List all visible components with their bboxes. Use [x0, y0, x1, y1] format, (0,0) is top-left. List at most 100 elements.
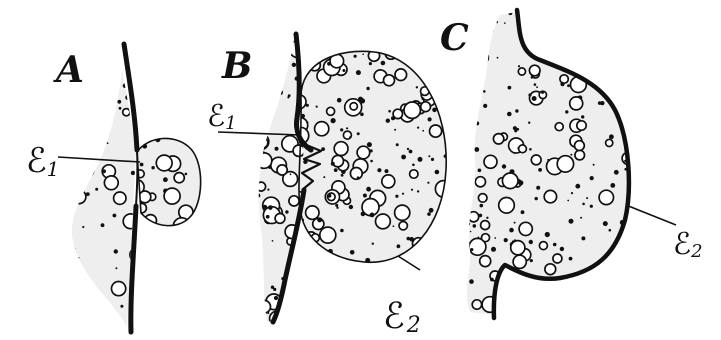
granule: [501, 279, 503, 281]
cell: [575, 141, 585, 151]
cell: [333, 257, 342, 266]
granule: [472, 29, 474, 31]
cell: [518, 68, 525, 75]
panel-c-e2-pointer: [626, 205, 676, 225]
granule: [475, 121, 479, 125]
granule: [327, 193, 331, 197]
cell: [544, 190, 556, 202]
cell: [327, 107, 335, 115]
granule: [85, 134, 87, 136]
cell: [627, 309, 635, 317]
panel-a: A ℰ1: [26, 44, 210, 333]
cell: [513, 255, 526, 268]
granule: [588, 274, 590, 276]
cell: [595, 48, 610, 63]
granule: [350, 250, 355, 255]
granule: [480, 204, 484, 208]
cell: [510, 277, 520, 287]
granule: [300, 241, 303, 244]
granule: [422, 130, 424, 132]
granule: [87, 293, 92, 298]
cell: [493, 134, 503, 144]
cell: [315, 122, 329, 136]
granule: [447, 217, 449, 219]
cell: [256, 153, 271, 168]
cell: [607, 85, 615, 93]
granule: [357, 176, 360, 179]
cell: [421, 102, 431, 112]
granule: [317, 217, 322, 222]
granule: [630, 91, 633, 94]
granule: [515, 109, 518, 112]
panel-b-e2-pointer: [398, 256, 420, 270]
granule: [306, 121, 308, 123]
cell: [481, 221, 490, 230]
granule: [603, 221, 608, 226]
granule: [570, 154, 572, 156]
cell: [560, 75, 568, 83]
granule: [76, 116, 79, 119]
granule: [386, 119, 390, 123]
cell: [545, 264, 556, 275]
cell: [469, 212, 479, 222]
granule: [613, 70, 615, 72]
panel-a-e1-label: ℰ1: [26, 141, 59, 181]
granule: [560, 82, 564, 86]
granule: [115, 267, 117, 269]
granule: [509, 228, 514, 233]
granule: [531, 43, 536, 48]
cell: [557, 156, 573, 172]
granule: [268, 205, 273, 210]
cell: [617, 246, 628, 257]
cell: [526, 11, 537, 22]
cell: [529, 65, 540, 76]
cell: [555, 123, 563, 131]
granule: [402, 193, 404, 195]
granule: [385, 169, 389, 173]
cell: [599, 190, 613, 204]
cell: [72, 190, 86, 204]
cell: [610, 82, 625, 97]
annotation-subscript: 2: [690, 241, 702, 262]
granule: [551, 310, 553, 312]
granule: [294, 316, 297, 319]
granule: [473, 224, 477, 228]
granule: [532, 96, 537, 101]
granule: [185, 173, 188, 176]
granule: [508, 86, 512, 90]
granule: [427, 182, 429, 184]
cell: [548, 298, 559, 309]
granule: [418, 157, 423, 162]
cell: [577, 121, 586, 130]
cell: [454, 187, 470, 203]
granule: [491, 11, 493, 13]
granule: [337, 98, 342, 103]
granule: [609, 71, 612, 74]
granule: [432, 108, 437, 113]
cell: [499, 198, 515, 214]
granule: [479, 214, 483, 218]
granule: [407, 148, 409, 150]
granule: [469, 279, 474, 284]
granule: [534, 83, 537, 86]
granule: [590, 176, 594, 180]
granule: [370, 160, 373, 163]
annotation-subscript: 1: [47, 157, 60, 181]
granule: [430, 228, 433, 231]
granule: [409, 237, 414, 242]
panel-b: B ℰ1 ℰ2: [207, 30, 456, 338]
granule: [306, 104, 309, 107]
panel-b-e1-label: ℰ1: [207, 99, 237, 134]
granule: [490, 278, 494, 282]
granule: [464, 226, 468, 230]
cell: [531, 155, 541, 165]
granule: [547, 159, 549, 161]
granule: [514, 222, 516, 224]
granule: [535, 24, 538, 27]
granule: [366, 87, 369, 90]
cell: [513, 290, 526, 303]
granule: [346, 127, 348, 129]
granule: [274, 296, 278, 300]
cell: [519, 222, 532, 235]
